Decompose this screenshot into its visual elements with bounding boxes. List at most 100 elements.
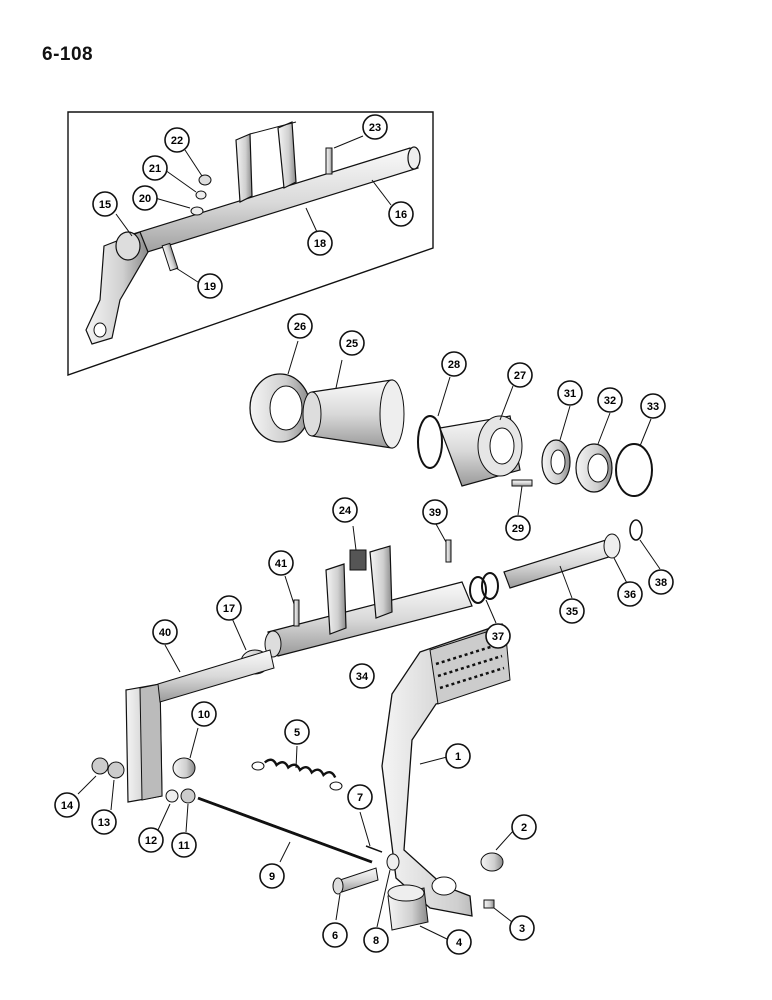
callout-10: 10 xyxy=(191,701,217,727)
callout-number: 4 xyxy=(456,937,463,949)
callout-circle xyxy=(446,929,472,955)
callout-number: 20 xyxy=(139,193,151,205)
bearing-26 xyxy=(249,373,311,443)
pin-23 xyxy=(325,147,333,175)
bushing-4 xyxy=(387,884,429,931)
callout-1: 1 xyxy=(445,743,471,769)
bearing-31 xyxy=(541,439,571,485)
pedal-1 xyxy=(381,623,511,917)
callout-8: 8 xyxy=(363,927,389,953)
nut-14 xyxy=(91,757,109,775)
callout-number: 22 xyxy=(171,135,183,147)
callout-13: 13 xyxy=(91,809,117,835)
callout-number: 19 xyxy=(204,281,216,293)
callout-22: 22 xyxy=(164,127,190,153)
callout-number: 21 xyxy=(149,163,161,175)
callout-number: 8 xyxy=(373,935,379,947)
washer-12 xyxy=(165,789,179,803)
callout-circle xyxy=(445,743,471,769)
washer-36 xyxy=(603,533,621,559)
callout-circle xyxy=(171,832,197,858)
callout-circle xyxy=(191,701,217,727)
rod-9 xyxy=(197,795,373,864)
callout-layer: 1234567891011121314151617181920212223242… xyxy=(54,114,674,955)
callout-number: 25 xyxy=(346,338,358,350)
pin-35 xyxy=(503,539,613,589)
nut-13 xyxy=(107,761,125,779)
callout-28: 28 xyxy=(441,351,467,377)
callout-36: 36 xyxy=(617,581,643,607)
callout-number: 37 xyxy=(492,631,504,643)
callout-19: 19 xyxy=(197,273,223,299)
callout-number: 31 xyxy=(564,388,576,400)
callout-35: 35 xyxy=(559,598,585,624)
bolt-29 xyxy=(511,479,533,487)
callout-circle xyxy=(648,569,674,595)
callout-circle xyxy=(557,380,583,406)
callout-number: 14 xyxy=(61,800,74,812)
callout-circle xyxy=(559,598,585,624)
callout-number: 28 xyxy=(448,359,460,371)
callout-number: 1 xyxy=(455,751,461,763)
inset-box xyxy=(67,111,434,376)
washer-21 xyxy=(195,190,207,200)
callout-number: 39 xyxy=(429,507,441,519)
callout-number: 33 xyxy=(647,401,659,413)
callout-circle xyxy=(259,863,285,889)
callout-number: 16 xyxy=(395,209,407,221)
callout-18: 18 xyxy=(307,230,333,256)
callout-40: 40 xyxy=(152,619,178,645)
callout-circle xyxy=(284,719,310,745)
callout-circle xyxy=(349,663,375,689)
callout-4: 4 xyxy=(446,929,472,955)
callout-number: 17 xyxy=(223,603,235,615)
nut-11 xyxy=(180,788,196,804)
callout-circle xyxy=(441,351,467,377)
callout-circle xyxy=(138,827,164,853)
callout-circle xyxy=(164,127,190,153)
release-bearing-group xyxy=(249,373,653,497)
callout-12: 12 xyxy=(138,827,164,853)
callout-3: 3 xyxy=(509,915,535,941)
callout-circle xyxy=(388,201,414,227)
leader-lines xyxy=(77,135,661,941)
callout-circle xyxy=(511,814,537,840)
callout-number: 27 xyxy=(514,370,526,382)
callout-21: 21 xyxy=(142,155,168,181)
washer-20 xyxy=(190,206,204,216)
callout-number: 2 xyxy=(521,822,527,834)
nut-22 xyxy=(198,174,212,186)
snap-ring-33 xyxy=(615,443,653,497)
callout-5: 5 xyxy=(284,719,310,745)
callout-circle xyxy=(507,362,533,388)
callout-number: 41 xyxy=(275,558,287,570)
callout-number: 15 xyxy=(99,199,111,211)
callout-25: 25 xyxy=(339,330,365,356)
link-plates-40 xyxy=(125,649,275,803)
pin-19 xyxy=(161,242,179,272)
callout-circle xyxy=(362,114,388,140)
callout-circle xyxy=(505,515,531,541)
callout-number: 29 xyxy=(512,523,524,535)
callout-number: 3 xyxy=(519,923,525,935)
lever-15 xyxy=(85,231,149,345)
callout-number: 35 xyxy=(566,606,578,618)
sleeve-25 xyxy=(302,379,405,449)
carrier-27 xyxy=(439,415,523,487)
callout-37: 37 xyxy=(485,623,511,649)
callout-circle xyxy=(142,155,168,181)
callout-number: 7 xyxy=(357,792,363,804)
callout-32: 32 xyxy=(597,387,623,413)
spring-5 xyxy=(251,758,343,791)
callout-circle xyxy=(54,792,80,818)
callout-number: 10 xyxy=(198,709,210,721)
callout-circle xyxy=(485,623,511,649)
callout-circle xyxy=(197,273,223,299)
callout-17: 17 xyxy=(216,595,242,621)
callout-circle xyxy=(422,499,448,525)
callout-15: 15 xyxy=(92,191,118,217)
callout-number: 5 xyxy=(294,727,300,739)
callout-6: 6 xyxy=(322,922,348,948)
callout-14: 14 xyxy=(54,792,80,818)
